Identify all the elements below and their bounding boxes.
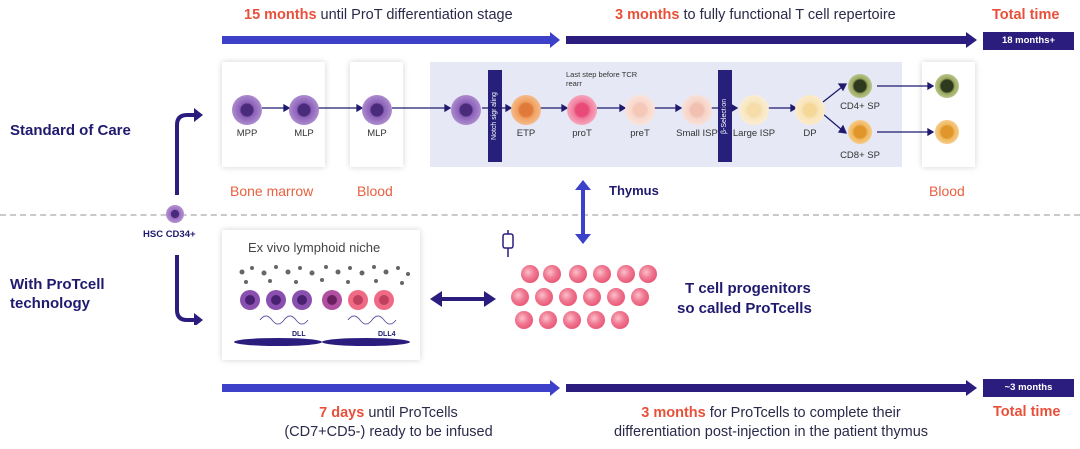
bottom-left-duration: 7 days <box>319 405 365 421</box>
bottom-left-caption: 7 days until ProTcells (CD7+CD5-) ready … <box>222 404 555 442</box>
bone-marrow-label: Bone marrow <box>230 183 314 199</box>
progenitors-line2: so called ProTcells <box>677 300 812 317</box>
timeline-segment-navy <box>566 384 966 392</box>
row-label-protcell: With ProTcell technology <box>10 276 105 312</box>
thymus-entry-cell-icon <box>451 95 481 125</box>
timeline-arrowhead <box>550 32 560 48</box>
total-time-label-bottom: Total time <box>993 404 1061 420</box>
bottom-left-text: until ProTcells <box>364 405 458 421</box>
hsc-cell-icon <box>166 205 184 223</box>
bottom-right-text: for ProTcells to complete their <box>705 405 901 421</box>
row-divider <box>0 214 1080 216</box>
etp-label: ETP <box>516 128 536 139</box>
blood-label-1: Blood <box>357 183 393 199</box>
header-right-duration: 3 months <box>615 7 680 23</box>
timeline-arrowhead <box>550 380 560 396</box>
dll-label: DLL <box>292 331 306 338</box>
header-left: 15 months until ProT differentiation sta… <box>244 7 513 23</box>
hsc-label: HSC CD34+ <box>143 229 196 240</box>
iv-bag-icon <box>502 230 514 257</box>
dp-cell-icon <box>795 95 825 125</box>
cd8-cell-icon <box>848 120 872 144</box>
cd4-label: CD4+ SP <box>840 101 880 112</box>
mpp-label: MPP <box>236 128 258 139</box>
timeline-segment-navy <box>566 36 966 44</box>
header-right: 3 months to fully functional T cell repe… <box>615 7 896 23</box>
niche-double-arrow <box>430 291 496 307</box>
bottom-right-duration: 3 months <box>641 405 706 421</box>
cd8-label: CD8+ SP <box>840 150 880 161</box>
mlp-label: MLP <box>294 128 314 139</box>
cd8-blood-cell-icon <box>935 120 959 144</box>
header-left-text: until ProT differentiation stage <box>316 7 513 23</box>
cell-arrows <box>262 81 935 137</box>
large-isp-label: Large ISP <box>732 128 776 139</box>
prot-label: proT <box>572 128 592 139</box>
bottom-right-line1: 3 months for ProTcells to complete their <box>566 404 976 423</box>
niche-title: Ex vivo lymphoid niche <box>248 240 381 255</box>
protcell-cluster <box>511 265 657 329</box>
last-step-note: Last step before TCR rearr <box>566 70 638 88</box>
thymus-label: Thymus <box>609 183 659 198</box>
timeline-segment-blue <box>222 384 550 392</box>
pret-label: preT <box>630 128 650 139</box>
branch-arrows <box>175 108 203 325</box>
total-time-badge-bottom: ~3 months <box>983 379 1074 397</box>
timeline-arrowhead <box>966 32 977 48</box>
cd4-blood-cell-icon <box>935 74 959 98</box>
bottom-right-caption: 3 months for ProTcells to complete their… <box>566 404 976 442</box>
mlp-cell-icon <box>289 95 319 125</box>
cd4-cell-icon <box>848 74 872 98</box>
blood-label-2: Blood <box>929 183 965 199</box>
thymus-double-arrow <box>575 180 591 244</box>
niche-illustration <box>234 265 410 346</box>
progenitors-text: T cell progenitors so called ProTcells <box>677 279 812 319</box>
top-timeline <box>222 32 977 48</box>
row-label-standard: Standard of Care <box>10 122 131 139</box>
bottom-timeline <box>222 380 977 396</box>
header-left-duration: 15 months <box>244 7 317 23</box>
mlp-blood-label: MLP <box>367 128 387 139</box>
mlp-blood-cell-icon <box>362 95 392 125</box>
large-isp-cell-icon <box>739 95 769 125</box>
total-time-label-top: Total time <box>992 7 1060 23</box>
dp-label: DP <box>803 128 817 139</box>
pret-cell-icon <box>625 95 655 125</box>
timeline-arrowhead <box>966 380 977 396</box>
small-isp-cell-icon <box>682 95 712 125</box>
etp-cell-icon <box>511 95 541 125</box>
progenitors-line1: T cell progenitors <box>685 280 811 297</box>
timeline-segment-blue <box>222 36 550 44</box>
bottom-left-line1: 7 days until ProTcells <box>222 404 555 423</box>
dll4-label: DLL4 <box>378 331 396 338</box>
bottom-right-line2: differentiation post-injection in the pa… <box>613 424 929 440</box>
header-right-text: to fully functional T cell repertoire <box>679 7 896 23</box>
bottom-left-line2: (CD7+CD5-) ready to be infused <box>284 424 493 440</box>
total-time-badge-top: 18 months+ <box>983 32 1074 50</box>
prot-cell-icon <box>567 95 597 125</box>
small-isp-label: Small ISP <box>676 128 718 139</box>
mpp-cell-icon <box>232 95 262 125</box>
